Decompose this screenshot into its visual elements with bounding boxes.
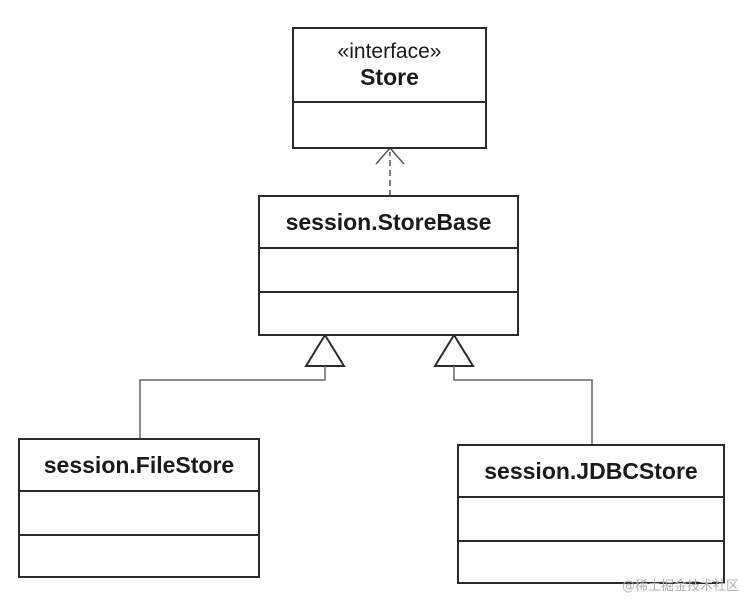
class-filestore-operations xyxy=(20,536,258,576)
class-store-header: «interface» Store xyxy=(294,29,485,103)
class-filestore-name: session.FileStore xyxy=(43,452,235,478)
class-storebase: session.StoreBase xyxy=(258,195,519,336)
class-store-members xyxy=(294,103,485,147)
class-jdbcstore-header: session.JDBCStore xyxy=(459,446,723,498)
class-store-name: Store xyxy=(360,64,419,90)
class-filestore: session.FileStore xyxy=(18,438,260,578)
class-store-stereotype: «interface» xyxy=(337,40,442,63)
class-jdbcstore-name: session.JDBCStore xyxy=(484,458,698,484)
class-storebase-header: session.StoreBase xyxy=(260,197,517,249)
generalization-line-jdbcstore xyxy=(453,366,593,445)
class-jdbcstore: session.JDBCStore xyxy=(457,444,725,584)
generalization-line-filestore xyxy=(139,366,326,440)
generalization-triangle-left xyxy=(304,333,346,367)
watermark-text: @稀土掘金技术社区 xyxy=(621,579,739,594)
class-jdbcstore-attributes xyxy=(459,498,723,542)
class-filestore-header: session.FileStore xyxy=(20,440,258,492)
class-filestore-attributes xyxy=(20,492,258,536)
generalization-triangle-right xyxy=(433,333,475,367)
class-storebase-operations xyxy=(260,293,517,334)
class-store: «interface» Store xyxy=(292,27,487,149)
class-storebase-name: session.StoreBase xyxy=(285,209,492,235)
class-storebase-attributes xyxy=(260,249,517,293)
